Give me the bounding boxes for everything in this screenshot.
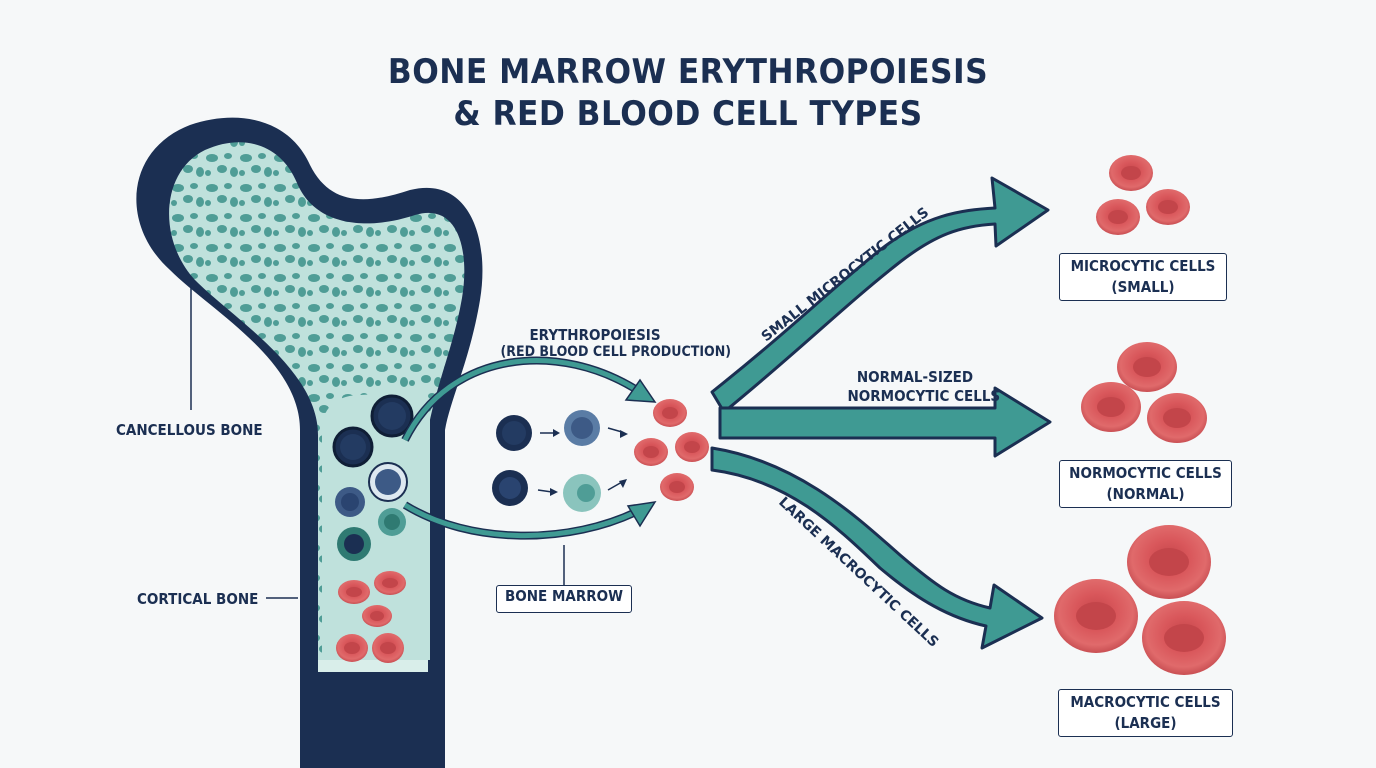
label-normal-sized: NORMAL-SIZED NORMOCYTIC CELLS (840, 368, 1001, 406)
macrocytic-label: MACROCYTIC CELLS (1070, 693, 1221, 711)
produced-red-cells (634, 399, 709, 501)
stem-cell (340, 434, 366, 460)
label-erythropoiesis: ERYTHROPOIESIS (RED BLOOD CELL PRODUCTIO… (490, 326, 732, 360)
erythropoiesis-arrow-upper (402, 358, 642, 442)
femur-bone (136, 117, 483, 768)
marrow-red-cells (336, 571, 406, 663)
macrocytic-cells (1054, 525, 1226, 675)
microcytic-label: MICROCYTIC CELLS (1070, 257, 1216, 275)
normocytic-label: NORMOCYTIC CELLS (1069, 464, 1222, 482)
precursor-cell (384, 514, 400, 530)
arrowhead-icon (624, 378, 657, 403)
microcytic-sublabel: (SMALL) (1111, 278, 1175, 296)
macrocytic-sublabel: (LARGE) (1114, 714, 1177, 732)
arrow-microcytic (710, 176, 1050, 414)
page-title-line-2: & RED BLOOD CELL TYPES (453, 94, 923, 134)
precursor-cell (344, 534, 364, 554)
label-small-microcytic: SMALL MICROCYTIC CELLS (759, 205, 933, 346)
normal-sized-line-2: NORMOCYTIC CELLS (847, 387, 1001, 405)
macrocytic-box: MACROCYTIC CELLS (LARGE) (1058, 689, 1233, 737)
erythropoiesis-subtitle: (RED BLOOD CELL PRODUCTION) (500, 344, 732, 360)
bone-marrow-box: BONE MARROW (496, 585, 632, 613)
normal-sized-line-1: NORMAL-SIZED (856, 368, 974, 386)
bone-marrow-label: BONE MARROW (504, 587, 624, 605)
cortical-lower-band (318, 660, 428, 672)
microcytic-cells (1096, 155, 1190, 235)
precursor-cell (375, 469, 401, 495)
erythropoiesis-title: ERYTHROPOIESIS (529, 326, 661, 344)
medullary-dark (305, 672, 443, 768)
precursor-cell (341, 493, 359, 511)
normocytic-cells (1081, 342, 1207, 443)
normocytic-box: NORMOCYTIC CELLS (NORMAL) (1059, 460, 1232, 508)
arrow-normocytic (718, 386, 1052, 458)
label-cancellous-bone: CANCELLOUS BONE (116, 421, 263, 439)
microcytic-box: MICROCYTIC CELLS (SMALL) (1059, 253, 1227, 301)
stem-cell (378, 402, 406, 430)
label-cortical-bone: CORTICAL BONE (137, 590, 259, 608)
erythropoiesis-arrow-lower (403, 502, 642, 539)
page-title-line-1: BONE MARROW ERYTHROPOIESIS (387, 52, 989, 92)
maturation-sequence (492, 410, 628, 512)
normocytic-sublabel: (NORMAL) (1106, 485, 1185, 503)
arrow-macrocytic (710, 446, 1044, 650)
arrowhead-icon (626, 501, 657, 528)
